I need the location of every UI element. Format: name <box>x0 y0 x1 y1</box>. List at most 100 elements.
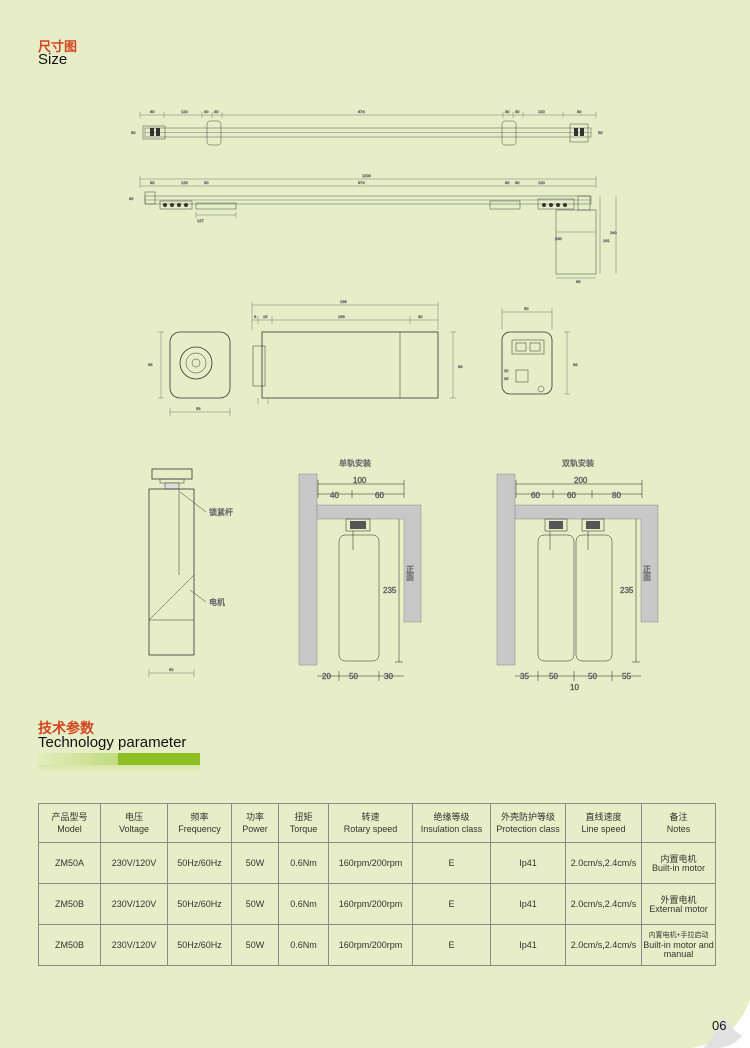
cell-speed: 160rpm/200rpm <box>328 883 413 925</box>
cell-torque: 0.6Nm <box>278 924 329 966</box>
table-row: ZM50B 230V/120V 50Hz/60Hz 50W 0.6Nm 160r… <box>38 924 716 966</box>
cell-model: ZM50B <box>38 883 101 925</box>
technical-drawings: 80 120 30 30 874 30 30 120 80 50 50 <box>129 109 659 692</box>
double-dim-b2: 50 <box>549 672 558 681</box>
label-motor: 电机 <box>209 597 225 607</box>
rail2-dim-6: 30 <box>505 180 510 185</box>
double-dim-b: 60 <box>567 491 576 500</box>
cell-insulation: E <box>412 883 491 925</box>
rail1-dim-3: 30 <box>204 109 209 114</box>
rail2-dim-11: 240 <box>610 230 617 235</box>
single-dim-b1: 20 <box>322 672 331 681</box>
cell-frequency: 50Hz/60Hz <box>167 842 232 884</box>
motor-side-dim-c: 159 <box>338 314 345 319</box>
rail1-dim-5: 874 <box>358 109 365 114</box>
cell-model: ZM50A <box>38 842 101 884</box>
rail2-dim-9: 127 <box>197 218 204 223</box>
single-track-install: 单轨安装 100 40 60 235 正面 20 50 30 <box>298 458 422 681</box>
cell-protection: Ip41 <box>490 842 566 884</box>
motor-end-dim-height: 68 <box>148 362 153 367</box>
cell-torque: 0.6Nm <box>278 883 329 925</box>
rail1-dim-7: 30 <box>515 109 520 114</box>
size-title-cn: 尺寸图 <box>38 40 78 55</box>
motor-head-dim-20: 20 <box>504 368 509 373</box>
single-track-title: 单轨安装 <box>339 458 371 468</box>
single-dim-b2: 50 <box>349 672 358 681</box>
size-title-en: Size <box>38 51 68 68</box>
motor-head-dim-35: 35 <box>504 376 509 381</box>
motor-side-dim-total: 199 <box>340 299 347 304</box>
table-row: ZM50A 230V/120V 50Hz/60Hz 50W 0.6Nm 160r… <box>38 842 716 884</box>
rail2-dim-7: 30 <box>515 180 520 185</box>
single-dim-right: 60 <box>375 491 384 500</box>
cell-insulation: E <box>412 842 491 884</box>
rail-top-view: 80 120 30 30 874 30 30 120 80 50 50 <box>131 109 603 146</box>
single-dim-left: 40 <box>330 491 339 500</box>
tech-title-en: Technology parameter <box>38 734 187 751</box>
motor-side-dim-a: 8 <box>254 314 257 319</box>
double-dim-mid: 10 <box>570 683 579 692</box>
motor-side-view: 199 8 15 159 30 68 <box>251 299 463 404</box>
rail2-dim-12: 191 <box>603 238 610 243</box>
double-dim-b3: 50 <box>588 672 597 681</box>
cell-power: 50W <box>231 883 279 925</box>
single-dim-b3: 30 <box>384 672 393 681</box>
page-number: 06 <box>712 1018 727 1033</box>
double-dim-c: 80 <box>612 491 621 500</box>
cell-voltage: 230V/120V <box>100 924 168 966</box>
rail2-dim-14: 66 <box>576 279 581 284</box>
motor-vertical-view: 锁紧杆 电机 50 <box>148 468 233 677</box>
cell-frequency: 50Hz/60Hz <box>167 924 232 966</box>
motor-vertical-dim-width: 50 <box>169 667 174 672</box>
double-front-label: 正面 <box>643 565 652 582</box>
cell-frequency: 50Hz/60Hz <box>167 883 232 925</box>
rail2-dim-5: 874 <box>358 180 365 185</box>
rail1-dim-1: 80 <box>150 109 155 114</box>
cell-line-speed: 2.0cm/s,2.4cm/s <box>565 842 642 884</box>
table-row: ZM50B 230V/120V 50Hz/60Hz 50W 0.6Nm 160r… <box>38 883 716 925</box>
cell-voltage: 230V/120V <box>100 883 168 925</box>
cell-voltage: 230V/120V <box>100 842 168 884</box>
cell-power: 50W <box>231 924 279 966</box>
accent-bar <box>38 753 200 773</box>
cell-insulation: E <box>412 924 491 966</box>
rail-side-view: 1200 80 120 30 874 30 30 120 127 30 240 … <box>129 173 618 285</box>
page-curl-decoration <box>690 1000 750 1048</box>
rail1-dim-4: 30 <box>214 109 219 114</box>
tech-title-cn: 技术参数 <box>38 721 94 737</box>
double-dim-b1: 35 <box>520 672 529 681</box>
motor-side-dim-b: 15 <box>263 314 268 319</box>
motor-side-dim-height: 68 <box>458 364 463 369</box>
single-dim-total: 100 <box>353 476 367 485</box>
rail1-dim-11: 50 <box>598 130 603 135</box>
double-track-install: 双轨安装 200 60 60 80 235 正面 <box>496 458 659 692</box>
rail2-dim-3: 120 <box>181 180 188 185</box>
single-front-label: 正面 <box>406 565 415 582</box>
cell-speed: 160rpm/200rpm <box>328 842 413 884</box>
double-dim-height: 235 <box>620 586 634 595</box>
rail1-dim-10: 50 <box>131 130 136 135</box>
rail2-dim-10: 30 <box>129 196 134 201</box>
cell-line-speed: 2.0cm/s,2.4cm/s <box>565 924 642 966</box>
motor-side-dim-d: 30 <box>418 314 423 319</box>
motor-end-view: 68 56 <box>148 331 231 416</box>
rail2-dim-8: 120 <box>538 180 545 185</box>
label-locking-rod: 锁紧杆 <box>209 507 233 517</box>
rail1-dim-6: 30 <box>505 109 510 114</box>
single-dim-height: 235 <box>383 586 397 595</box>
double-dim-total: 200 <box>574 476 588 485</box>
rail1-dim-2: 120 <box>181 109 188 114</box>
motor-head-view: 50 68 20 35 <box>501 306 578 395</box>
